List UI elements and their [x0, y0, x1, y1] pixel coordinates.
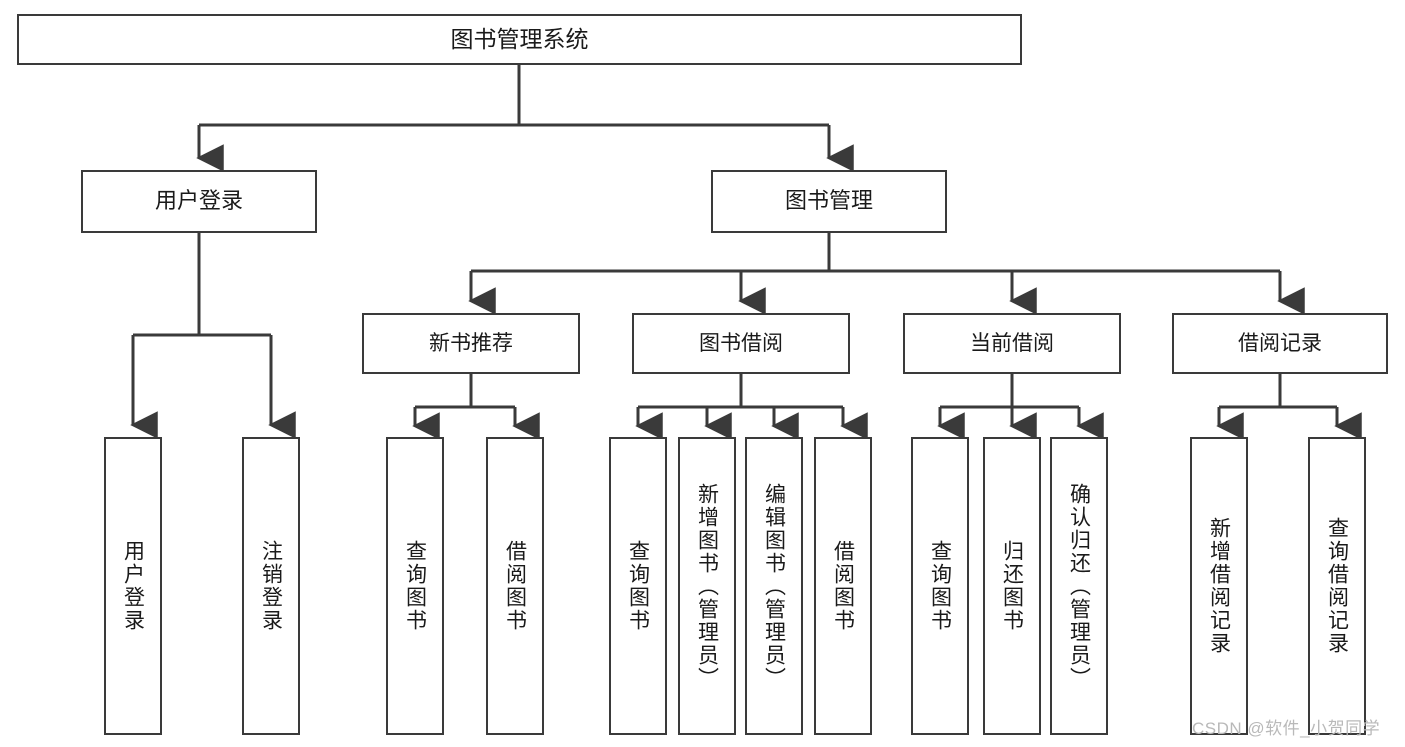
- leaf-add-book-admin-label: 新增图书（管理员）: [695, 482, 719, 690]
- node-new-book-recommend[interactable]: 新书推荐: [362, 313, 580, 374]
- leaf-add-borrow-record[interactable]: 新增借阅记录: [1190, 437, 1248, 735]
- leaf-borrow-book-2[interactable]: 借阅图书: [814, 437, 872, 735]
- node-root[interactable]: 图书管理系统: [17, 14, 1022, 65]
- node-book-manage-label: 图书管理: [784, 188, 873, 214]
- leaf-confirm-return-label: 确认归还（管理员）: [1067, 482, 1091, 690]
- leaf-query-book-3-label: 查询图书: [928, 540, 952, 632]
- leaf-confirm-return[interactable]: 确认归还（管理员）: [1050, 437, 1108, 735]
- node-borrow-record[interactable]: 借阅记录: [1172, 313, 1388, 374]
- leaf-edit-book-admin-label: 编辑图书（管理员）: [762, 482, 786, 690]
- leaf-query-book-2-label: 查询图书: [626, 540, 650, 632]
- leaf-logout-label: 注销登录: [259, 540, 283, 632]
- node-root-label: 图书管理系统: [450, 25, 589, 52]
- leaf-query-book-2[interactable]: 查询图书: [609, 437, 667, 735]
- leaf-query-book-3[interactable]: 查询图书: [911, 437, 969, 735]
- leaf-borrow-book-2-label: 借阅图书: [831, 540, 855, 632]
- node-current-borrow[interactable]: 当前借阅: [903, 313, 1121, 374]
- leaf-add-borrow-record-label: 新增借阅记录: [1207, 517, 1231, 655]
- leaf-query-borrow-record-label: 查询借阅记录: [1325, 517, 1349, 655]
- node-borrow-record-label: 借阅记录: [1238, 331, 1322, 355]
- node-book-borrow[interactable]: 图书借阅: [632, 313, 850, 374]
- leaf-return-book[interactable]: 归还图书: [983, 437, 1041, 735]
- leaf-borrow-book-1[interactable]: 借阅图书: [486, 437, 544, 735]
- csdn-watermark: CSDN @软件_小贺同学: [1192, 719, 1381, 738]
- leaf-query-book-1-label: 查询图书: [403, 540, 427, 632]
- leaf-return-book-label: 归还图书: [1000, 540, 1024, 632]
- leaf-logout[interactable]: 注销登录: [242, 437, 300, 735]
- leaf-user-login[interactable]: 用户登录: [104, 437, 162, 735]
- node-current-borrow-label: 当前借阅: [970, 331, 1054, 355]
- leaf-query-book-1[interactable]: 查询图书: [386, 437, 444, 735]
- node-user-login-label: 用户登录: [154, 188, 243, 214]
- node-book-manage[interactable]: 图书管理: [711, 170, 947, 233]
- leaf-borrow-book-1-label: 借阅图书: [503, 540, 527, 632]
- leaf-add-book-admin[interactable]: 新增图书（管理员）: [678, 437, 736, 735]
- node-new-book-recommend-label: 新书推荐: [429, 331, 513, 355]
- node-book-borrow-label: 图书借阅: [699, 331, 783, 355]
- leaf-edit-book-admin[interactable]: 编辑图书（管理员）: [745, 437, 803, 735]
- node-user-login[interactable]: 用户登录: [81, 170, 317, 233]
- leaf-user-login-label: 用户登录: [121, 540, 145, 632]
- leaf-query-borrow-record[interactable]: 查询借阅记录: [1308, 437, 1366, 735]
